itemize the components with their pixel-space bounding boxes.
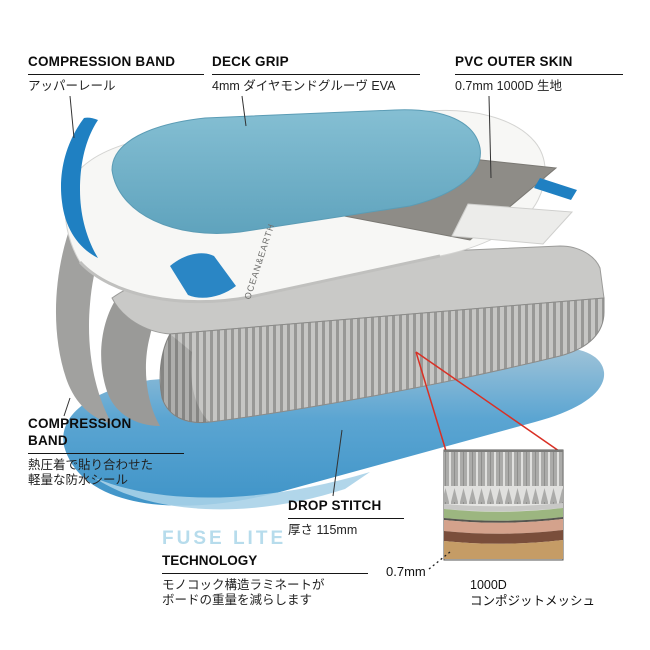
- drop-stitch-threads: [444, 452, 563, 504]
- callout-drop-stitch: DROP STITCH 厚さ 115mm: [288, 498, 404, 539]
- deck-grip-layer: [111, 109, 481, 234]
- callout-rule: [212, 73, 420, 75]
- fuse-lite-subtitle: TECHNOLOGY: [162, 552, 258, 568]
- callout-subtitle: 4mm ダイヤモンドグルーヴ EVA: [212, 78, 396, 93]
- callout-rule: [455, 73, 623, 75]
- compression-band-right-strip: [534, 178, 577, 200]
- layer-gray: [444, 503, 563, 512]
- compression-band-diagonal-strip: [170, 253, 236, 298]
- core-left-end: [101, 296, 172, 426]
- connector-compression-side: [63, 397, 71, 417]
- callout-subtitle-line2: 軽量な防水シール: [28, 473, 129, 488]
- core-front-face: [159, 297, 605, 424]
- callout-rule: [162, 572, 368, 574]
- callout-rule: [288, 517, 404, 519]
- compression-band-left-crescent: [60, 117, 98, 258]
- fuse-lite-description-line1: モノコック構造ラミネートが: [162, 577, 325, 592]
- mesh-label: 1000D コンポジットメッシュ: [470, 577, 610, 610]
- core-left-shading: [160, 334, 210, 423]
- pointer-line-red-right: [415, 351, 560, 452]
- pointer-line-red-left: [415, 351, 447, 452]
- callout-title: PVC OUTER SKIN: [455, 54, 573, 69]
- callout-title: DECK GRIP: [212, 54, 289, 69]
- callout-pvc-outer-skin: PVC OUTER SKIN 0.7mm 1000D 生地: [455, 54, 623, 95]
- callout-fuse-lite: FUSE LITE TECHNOLOGY モノコック構造ラミネートが ボードの重…: [162, 527, 368, 609]
- fuse-lite-description-line2: ボードの重量を減らします: [162, 593, 313, 608]
- layer-brown: [444, 530, 563, 544]
- side-rail-crescent: [55, 217, 118, 424]
- callout-compression-band-side: COMPRESSION BAND 熱圧着で貼り合わせた 軽量な防水シール: [28, 416, 184, 489]
- deck-bottom-shadow: [78, 254, 441, 304]
- detail-inset-box: [443, 449, 564, 561]
- callout-title: COMPRESSION BAND: [28, 416, 132, 448]
- mesh-label-line2: コンポジットメッシュ: [470, 594, 596, 609]
- callout-title: COMPRESSION BAND: [28, 54, 176, 69]
- callout-rule: [28, 73, 204, 75]
- callout-subtitle: 厚さ 115mm: [288, 522, 358, 537]
- connector-pvc: [488, 95, 492, 179]
- callout-rule: [28, 452, 184, 454]
- callout-subtitle-line1: 熱圧着で貼り合わせた: [28, 457, 154, 472]
- callout-title: DROP STITCH: [288, 498, 382, 513]
- connector-drop-stitch: [332, 429, 343, 497]
- connector-compression-top: [69, 95, 75, 139]
- layer-darkline: [444, 517, 563, 523]
- callout-subtitle: 0.7mm 1000D 生地: [455, 78, 562, 93]
- connector-deck-grip: [241, 95, 247, 127]
- white-sheet-right: [451, 203, 574, 245]
- callout-compression-band-top: COMPRESSION BAND アッパーレール: [28, 54, 204, 95]
- callout-subtitle: アッパーレール: [28, 78, 116, 93]
- callout-deck-grip: DECK GRIP 4mm ダイヤモンドグルーヴ EVA: [212, 54, 420, 95]
- layer-tan: [444, 540, 563, 559]
- thickness-label: 0.7mm: [386, 564, 426, 579]
- bottom-skin-highlight: [95, 472, 370, 510]
- mesh-label-line1: 1000D: [470, 578, 507, 592]
- layer-green: [444, 508, 563, 521]
- layer-salmon: [444, 519, 563, 534]
- fuse-lite-title: FUSE LITE: [162, 528, 287, 549]
